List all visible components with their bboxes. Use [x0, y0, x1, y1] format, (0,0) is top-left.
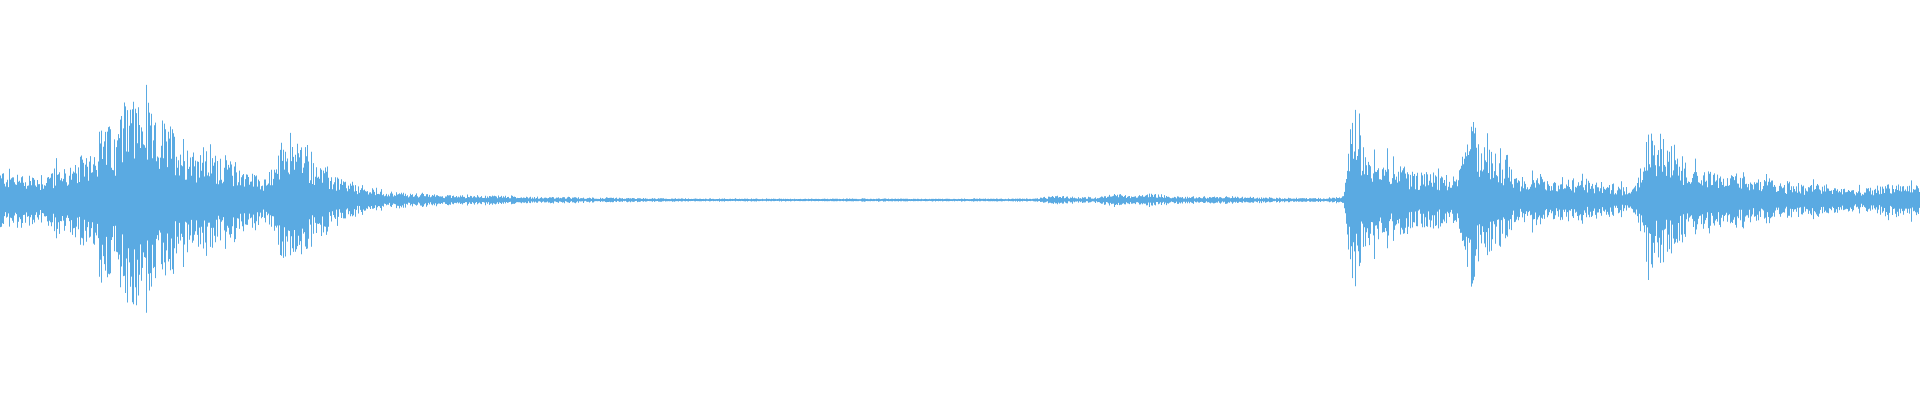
waveform-samples: [0, 84, 1920, 313]
waveform-trace: [0, 84, 1920, 313]
